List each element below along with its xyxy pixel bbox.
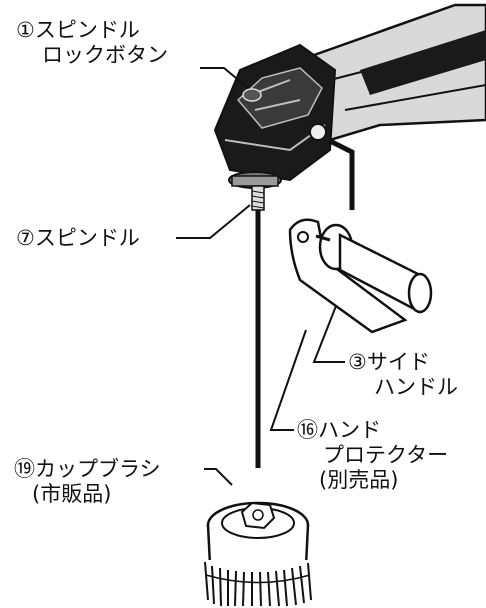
- label-side-handle: ③サイド ハンドル: [348, 350, 458, 400]
- callout-number: ③: [348, 350, 367, 374]
- label-line: (市販品): [32, 482, 112, 506]
- cup-brush: [202, 501, 314, 607]
- callout-number: ⑲: [14, 457, 35, 481]
- label-hand-protector: ⑯ハンド プロテクター (別売品): [297, 418, 448, 493]
- label-line: スピンドル: [34, 226, 140, 250]
- hand-protector-with-side-handle: [288, 218, 433, 334]
- callout-number: ⑦: [16, 226, 35, 250]
- callout-number: ⑯: [297, 418, 318, 442]
- label-line: (別売品): [319, 468, 399, 492]
- label-spindle: ⑦スピンドル: [16, 226, 140, 251]
- label-spindle-lock-button: ①スピンドル ロックボタン: [16, 18, 168, 68]
- leader-lines: [176, 67, 355, 486]
- label-line: スピンドル: [34, 18, 140, 42]
- label-line: ハンドル: [374, 375, 458, 399]
- angle-grinder: [213, 3, 486, 211]
- label-line: カップブラシ: [35, 457, 161, 481]
- label-cup-brush: ⑲カップブラシ (市販品): [14, 457, 161, 507]
- label-line: サイド: [366, 350, 430, 374]
- label-line: ハンド: [318, 418, 381, 442]
- callout-number: ①: [16, 18, 35, 42]
- label-line: ロックボタン: [42, 43, 168, 67]
- label-line: プロテクター: [323, 443, 449, 467]
